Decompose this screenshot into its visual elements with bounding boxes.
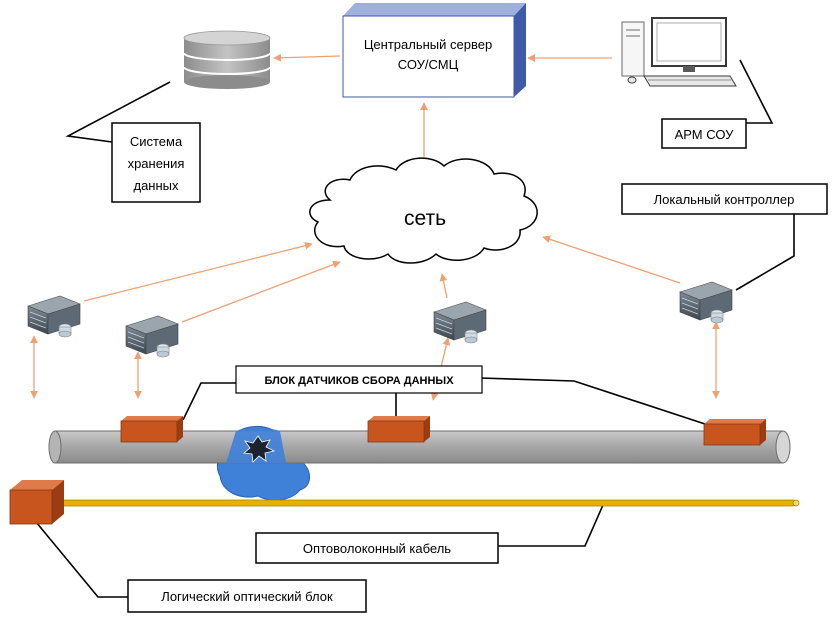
network-label: сеть	[404, 207, 446, 230]
connection-arrows	[30, 53, 720, 401]
sensor-block-label: БЛОК ДАТЧИКОВ СБОРА ДАННЫХ	[264, 375, 454, 387]
fiber-optic-cable	[59, 499, 800, 507]
local-controller-box: Локальный контроллер	[621, 183, 828, 215]
storage-callout-line	[65, 81, 171, 143]
arrow-rack1-to-network	[83, 241, 313, 302]
network-cloud: сеть	[309, 157, 538, 264]
storage-system-box: Система хранения данных	[111, 122, 201, 203]
sensor-unit	[367, 416, 430, 443]
rack-server-icon	[679, 281, 733, 324]
rack-server-icon	[433, 301, 487, 344]
arrow-rack3-to-network	[439, 273, 448, 299]
database-icon	[183, 30, 271, 89]
arrow-rack4-to-network	[542, 235, 681, 284]
fiber-cable-label: Оптоволоконный кабель	[303, 541, 451, 556]
storage-label-line3: данных	[133, 178, 179, 193]
optical-callout-line	[35, 521, 128, 598]
local-controller-label: Локальный контроллер	[654, 192, 795, 207]
arrow-rack2-to-network	[181, 260, 341, 323]
optical-unit-cube	[9, 480, 64, 525]
callout-lines	[35, 59, 795, 598]
sensor-callout-line-right	[479, 377, 706, 425]
sensor-callout-line-left	[182, 382, 236, 421]
sensor-block-label-box: БЛОК ДАТЧИКОВ СБОРА ДАННЫХ	[235, 365, 483, 394]
controller-callout-line	[735, 214, 795, 291]
central-server: Центральный сервер СОУ/СМЦ	[342, 3, 526, 98]
optical-unit-label: Логический оптический блок	[161, 589, 333, 604]
arrow-server-to-storage	[273, 53, 341, 62]
central-server-subtitle: СОУ/СМЦ	[398, 57, 459, 72]
rack-server-icon	[27, 295, 81, 338]
rupture-icon	[243, 435, 276, 463]
workstation-label-box: АРМ СОУ	[661, 118, 747, 149]
workstation-label: АРМ СОУ	[675, 127, 735, 142]
workstation-computer-icon	[621, 17, 737, 87]
fiber-cable-label-box: Оптоволоконный кабель	[255, 532, 499, 564]
storage-label-line2: хранения	[128, 156, 185, 171]
workstation-callout-line	[739, 59, 774, 124]
optical-unit-label-box: Логический оптический блок	[127, 579, 367, 613]
sensor-unit	[703, 419, 766, 446]
leak-overlay	[226, 427, 286, 463]
rack-server-icon	[125, 315, 179, 358]
central-server-title: Центральный сервер	[364, 37, 492, 52]
sensor-unit	[120, 416, 183, 443]
storage-label-line1: Система	[130, 134, 183, 149]
cable-callout-line	[498, 504, 604, 547]
